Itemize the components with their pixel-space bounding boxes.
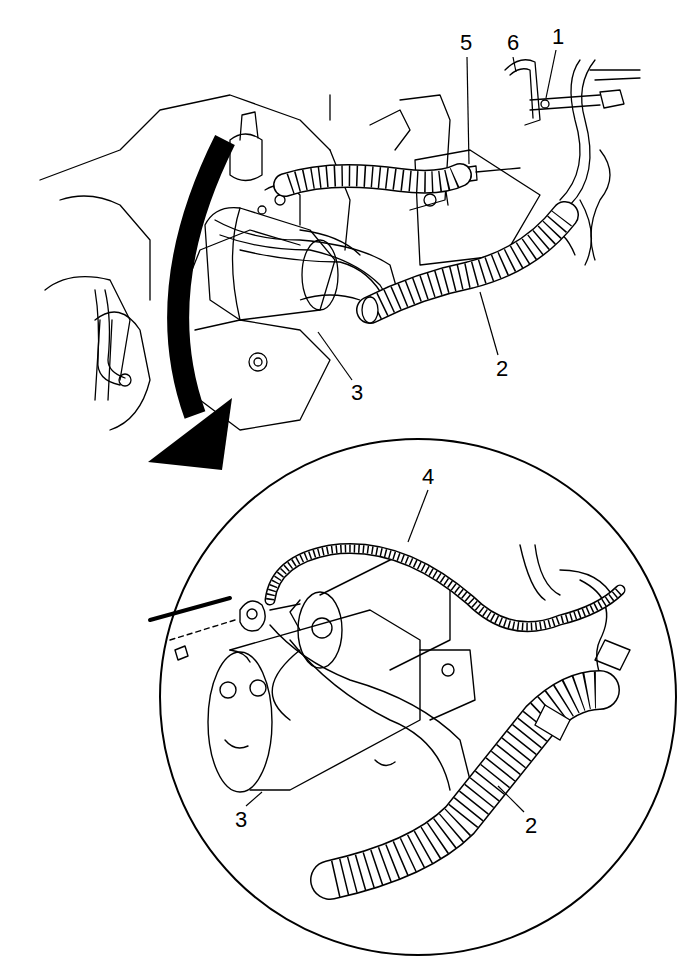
callout-number: 6 [505,31,521,55]
wiring-harness [330,690,600,880]
callout-number: 4 [420,465,436,489]
callout-number: 2 [523,814,539,838]
callout-number: 3 [349,381,365,405]
detail-circle [160,439,676,955]
wiring-harness [285,175,460,185]
callout-number: 2 [494,357,510,381]
callout-number: 3 [233,808,249,832]
view-arrow [148,140,232,470]
wiring-harness [300,215,565,323]
callout-number: 1 [550,25,566,49]
engine-outline [40,60,640,430]
callout-number: 5 [458,31,474,55]
starter-detail [150,545,630,792]
leader-lines [246,50,556,812]
battery-cable [270,549,620,627]
